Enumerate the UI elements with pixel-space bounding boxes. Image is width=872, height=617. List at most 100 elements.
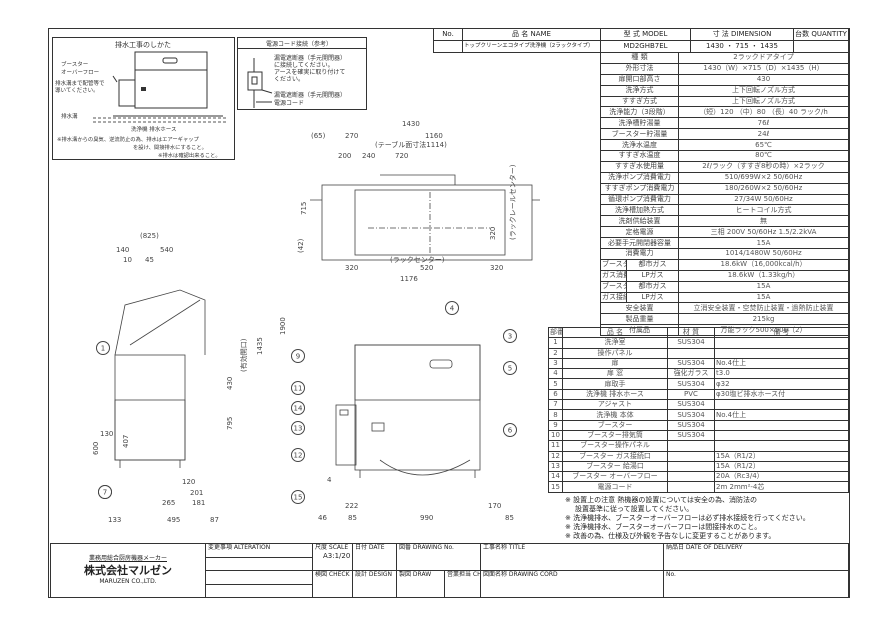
spec-value: 上下回転ノズル方式 (678, 95, 850, 108)
svg-text:7: 7 (103, 489, 107, 497)
parts-cell (714, 440, 849, 452)
parts-cell: φ30塩ビ排水ホース付 (714, 388, 849, 401)
dimension-label: 170 (488, 502, 501, 510)
spec-label: 安全装置 (599, 302, 680, 315)
dimension-label: 495 (167, 516, 180, 524)
dimension-label: 201 (190, 489, 203, 497)
dimension-label: 120 (182, 478, 195, 486)
drain-label: 排水溝 (61, 114, 78, 120)
dimension-label: 85 (505, 514, 514, 522)
drain-label: ブースター (61, 62, 89, 68)
spec-label: すすぎ方式 (599, 95, 680, 108)
parts-cell: 2m 2mm²-4芯 (714, 481, 849, 493)
part-balloon: 14 (291, 401, 305, 415)
company-name: 株式会社マルゼン (84, 564, 172, 577)
svg-text:6: 6 (508, 427, 513, 435)
charge-label: 営業担当 CHARGE (444, 570, 481, 598)
dimension-label: 320 (345, 264, 358, 272)
spec-label: 洗浄水温度 (599, 139, 680, 152)
drawing-no-label: 図番 DRAWING No. (396, 543, 481, 571)
part-balloon: 11 (291, 381, 305, 395)
spec-row: すすぎ方式上下回転ノズル方式 (599, 95, 850, 108)
spec-value: 65℃ (678, 139, 850, 152)
spec-value: 1430（W）×715（D）×1435（H） (678, 62, 850, 75)
spec-value: 15A (678, 237, 850, 250)
spec-row: 洗浄方式上下回転ノズル方式 (599, 84, 850, 97)
spec-label: 必要手元開閉器容量 (599, 237, 680, 250)
dimension-label: 430 (226, 377, 234, 390)
top-view-outline (321, 184, 533, 261)
svg-text:12: 12 (294, 452, 303, 460)
spec-label: 洗浄能力（3段階） (599, 106, 680, 119)
svg-text:11: 11 (294, 385, 303, 393)
part-balloon: 1 (96, 341, 110, 355)
scale-value: A3:1/20 (323, 552, 351, 560)
parts-cell: SUS304 (667, 429, 715, 442)
svg-text:9: 9 (296, 353, 300, 361)
col-quantity: 台数 QUANTITY (793, 28, 849, 41)
spec-label: 外形寸法 (599, 62, 680, 75)
parts-table: 部番品 名材 質備 考1洗浄室SUS3042操作パネル3扉SUS304No.4仕… (548, 326, 849, 493)
parts-cell (667, 450, 715, 462)
spec-label: 都市ガス (625, 258, 680, 271)
dimension-value: 1430 ・ 715 ・ 1435 (690, 40, 794, 53)
svg-text:14: 14 (294, 405, 303, 413)
spec-value: 24ℓ (678, 128, 850, 141)
spec-value: 18.6kW（1.33kg/h） (678, 269, 850, 282)
note-line: 設置基準に従って設置してください。 (575, 505, 694, 513)
drain-note: ※排水溝からの臭気、逆流防止の為、排水はエアーギャップ (57, 137, 199, 143)
dimension-label: 600 (92, 442, 100, 455)
parts-cell: No.4仕上 (714, 357, 849, 370)
parts-header-cell: 材 質 (667, 326, 715, 339)
front-view-body (354, 344, 481, 471)
spec-label: 製品重量 (599, 313, 680, 326)
dimension-label: 720 (395, 152, 408, 160)
spec-label: 扉開口部高さ (599, 73, 680, 86)
dimension-label: 407 (122, 435, 130, 448)
spec-label: 種 類 (599, 52, 680, 64)
part-balloon: 12 (291, 448, 305, 462)
dimension-label: (ラックレールセンター) (508, 164, 517, 240)
parts-cell: φ32 (714, 378, 849, 390)
dimension-label: 795 (226, 417, 234, 430)
parts-cell (667, 471, 715, 483)
power-cord-box: 電源コード接続（参考） 漏電遮断器（手元開閉器） に接続してください。 アースを… (237, 37, 367, 110)
parts-cell (714, 429, 849, 442)
dimension-label: 45 (145, 256, 154, 264)
col-model: 型 式 MODEL (600, 28, 691, 41)
drain-note: を設け、間接排水にすること。 (133, 145, 207, 151)
dimension-label: 181 (192, 499, 205, 507)
parts-cell: SUS304 (667, 337, 715, 349)
parts-cell (667, 460, 715, 473)
dimension-label: 87 (210, 516, 219, 524)
spec-label: 洗浄槽貯湯量 (599, 117, 680, 130)
power-label: 漏電遮断器（手元開閉器） (274, 92, 347, 99)
spec-value: 三相 200V 50/60Hz 1.5/2.2kVA (678, 226, 850, 239)
delivery-label: 納品日 DATE OF DELIVERY (663, 543, 849, 571)
spec-value: 2ラックドアタイプ (678, 52, 850, 64)
company-name-en: MARUZEN CO.,LTD. (99, 578, 157, 585)
parts-cell: 20A（Rc3/4） (714, 471, 849, 483)
parts-cell (714, 347, 849, 359)
spec-value: 無 (678, 215, 850, 228)
dimension-label: 222 (345, 502, 358, 510)
spec-value: 15A (678, 280, 850, 293)
spec-label: すすぎ水使用量 (599, 160, 680, 173)
spec-value: 27/34W 50/60Hz (678, 193, 850, 206)
parts-cell: SUS304 (667, 409, 715, 421)
spec-label: ブースター貯湯量 (599, 128, 680, 141)
dimension-label: 270 (345, 132, 358, 140)
svg-text:15: 15 (294, 494, 303, 502)
svg-text:1: 1 (101, 345, 105, 353)
drain-label: 排水溝まで配管等で (55, 81, 105, 87)
spec-row: ガス接続口LPガス15A (600, 291, 850, 304)
svg-text:3: 3 (508, 333, 512, 341)
